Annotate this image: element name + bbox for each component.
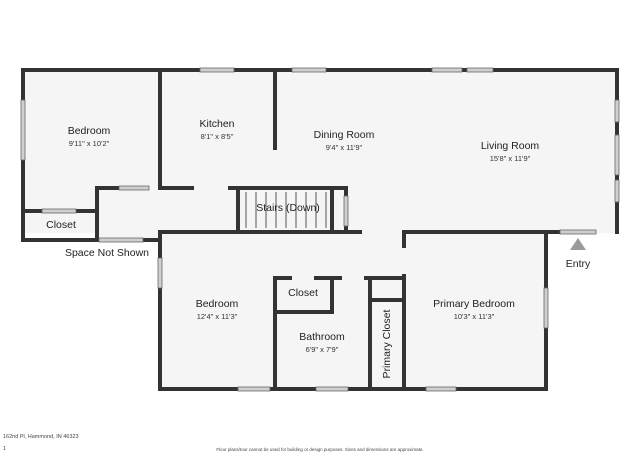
- room-name-living: Living Room: [481, 140, 540, 152]
- room-name-space-not-shown: Space Not Shown: [65, 247, 149, 259]
- footer-page-number: 1: [3, 446, 7, 452]
- footer-disclaimer: Floor plans/tour cannot be used for buil…: [216, 447, 424, 452]
- room-name-primary-bedroom: Primary Bedroom: [433, 298, 515, 310]
- windows: [20, 67, 620, 392]
- room-dim-kitchen: 8'1" x 8'5": [201, 132, 234, 141]
- room-dim-bedroom-bottom: 12'4" x 11'3": [197, 312, 238, 321]
- room-name-entry: Entry: [566, 258, 591, 270]
- room-dim-bathroom: 6'9" x 7'9": [306, 345, 339, 354]
- room-dim-dining: 9'4" x 11'9": [326, 143, 363, 152]
- room-dim-living: 15'8" x 11'9": [490, 154, 531, 163]
- room-name-primary-closet: Primary Closet: [381, 310, 393, 379]
- room-dim-primary-bedroom: 10'3" x 11'3": [454, 312, 495, 321]
- floor-fills: [23, 70, 617, 389]
- room-name-closet-small: Closet: [288, 287, 318, 299]
- room-name-bathroom: Bathroom: [299, 331, 345, 343]
- footer-address: 162nd Pl, Hammond, IN 46323: [3, 434, 79, 440]
- room-name-bedroom-bottom: Bedroom: [196, 298, 239, 310]
- room-name-dining: Dining Room: [314, 129, 375, 141]
- room-name-kitchen: Kitchen: [199, 118, 234, 130]
- stairs-treads: [245, 192, 327, 228]
- room-dim-bedroom-left: 9'11" x 10'2": [69, 139, 110, 148]
- room-name-stairs: Stairs (Down): [256, 202, 320, 214]
- room-name-bedroom-left: Bedroom: [68, 125, 111, 137]
- room-name-closet-left: Closet: [46, 219, 76, 231]
- entry-arrow-icon: [570, 238, 586, 250]
